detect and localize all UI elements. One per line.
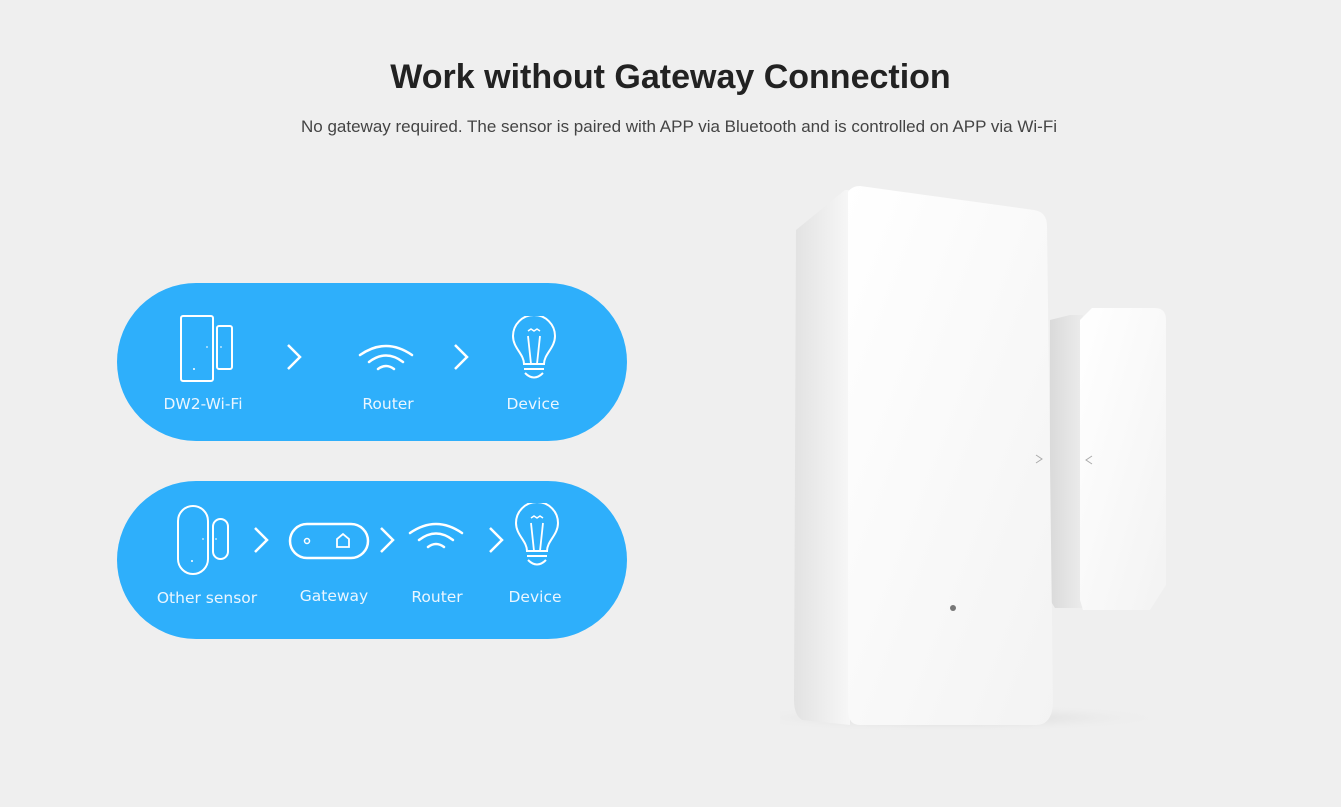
- step-label: Gateway: [299, 587, 369, 605]
- door-window-sensor-product-image: [780, 186, 1170, 732]
- gateway-icon: [288, 522, 370, 560]
- chevron-right-icon: [489, 527, 504, 553]
- step-label: Router: [362, 395, 414, 413]
- door-sensor-icon: [180, 315, 233, 382]
- wifi-icon: [358, 344, 414, 371]
- page-title: Work without Gateway Connection: [390, 58, 951, 96]
- wifi-icon: [408, 522, 464, 549]
- step-label: Other sensor: [156, 589, 258, 607]
- lightbulb-icon: [514, 503, 560, 566]
- chevron-right-icon: [254, 527, 269, 553]
- chevron-right-icon: [454, 344, 469, 370]
- page-subtitle: No gateway required. The sensor is paire…: [301, 117, 1057, 136]
- chevron-right-icon: [380, 527, 395, 553]
- flow-without-gateway: DW2-Wi-Fi Router Device: [117, 283, 627, 441]
- lightbulb-icon: [511, 316, 557, 379]
- door-sensor-icon: [177, 505, 229, 575]
- step-label: Router: [411, 588, 463, 606]
- chevron-right-icon: [287, 344, 302, 370]
- flow-with-gateway: Other sensor Gateway Router Device: [117, 481, 627, 639]
- step-label: DW2-Wi-Fi: [163, 395, 243, 413]
- step-label: Device: [506, 395, 560, 413]
- step-label: Device: [508, 588, 562, 606]
